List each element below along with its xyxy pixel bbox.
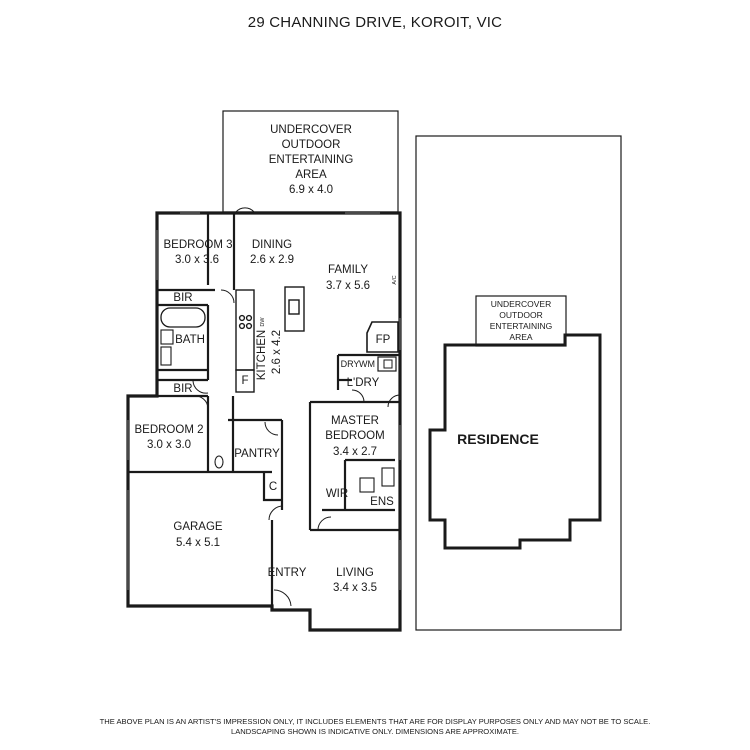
master-name-line2: BEDROOM <box>325 430 384 442</box>
outdoor-small-line1: UNDERCOVER <box>491 299 551 309</box>
ens-label: ENS <box>370 496 394 508</box>
plan-title: 29 CHANNING DRIVE, KOROIT, VIC <box>247 14 503 31</box>
exterior-wall <box>126 211 402 632</box>
outdoor-dimension: 6.9 x 4.0 <box>289 184 333 196</box>
disclaimer: THE ABOVE PLAN IS AN ARTIST'S IMPRESSION… <box>0 717 750 737</box>
outdoor-label-line3: ENTERTAINING <box>269 154 354 166</box>
residence-label: RESIDENCE <box>457 431 539 447</box>
laundry-tub <box>383 359 393 369</box>
garage-name: GARAGE <box>173 521 223 533</box>
outdoor-label-line2: OUTDOOR <box>282 139 341 151</box>
wir-label: WIR <box>326 488 348 500</box>
interior-walls <box>128 213 400 606</box>
site-boundary <box>415 135 622 631</box>
toilet <box>214 455 224 469</box>
door-swings <box>192 207 401 607</box>
fridge-label: F <box>241 375 248 387</box>
fp-label: FP <box>376 334 391 346</box>
outdoor-label-line4: AREA <box>295 169 327 181</box>
windows <box>127 212 401 590</box>
ensuite-vanity <box>381 467 395 487</box>
bedroom2-name: BEDROOM 2 <box>134 424 203 436</box>
bir-bottom-label: BIR <box>173 383 192 395</box>
ac-label: A/C <box>392 275 398 284</box>
bedroom3-dimension: 3.0 x 3.6 <box>175 254 219 266</box>
kitchen-name: KITCHEN <box>256 330 268 380</box>
pantry-label: PANTRY <box>234 448 280 460</box>
kitchen-dimension: 2.6 x 4.2 <box>271 330 283 374</box>
entry-label: ENTRY <box>268 567 307 579</box>
disclaimer-line1: THE ABOVE PLAN IS AN ARTIST'S IMPRESSION… <box>99 717 651 726</box>
bedroom2-dimension: 3.0 x 3.0 <box>147 439 191 451</box>
bir-top-label: BIR <box>173 292 192 304</box>
bath-label: BATH <box>175 334 205 346</box>
residence-outline <box>428 333 602 550</box>
living-name: LIVING <box>336 567 374 579</box>
outdoor-small-line2: OUTDOOR <box>499 310 542 320</box>
family-name: FAMILY <box>328 264 368 276</box>
family-dimension: 3.7 x 5.6 <box>326 280 370 292</box>
dining-dimension: 2.6 x 2.9 <box>250 254 294 266</box>
living-dimension: 3.4 x 3.5 <box>333 582 377 594</box>
vanity <box>160 346 172 366</box>
cupboard-label: C <box>269 481 277 493</box>
outdoor-label-line1: UNDERCOVER <box>270 124 352 136</box>
garage-dimension: 5.4 x 5.1 <box>176 537 220 549</box>
dishwasher-label: DW <box>260 317 266 327</box>
bathtub <box>160 307 206 328</box>
fireplace <box>366 321 399 353</box>
bedroom3-name: BEDROOM 3 <box>163 239 232 251</box>
washing-machine <box>377 356 397 372</box>
master-name-line1: MASTER <box>331 415 379 427</box>
disclaimer-line2: LANDSCAPING SHOWN IS INDICATIVE ONLY. DI… <box>230 727 520 736</box>
dining-name: DINING <box>252 239 292 251</box>
shower <box>160 329 174 345</box>
outdoor-small-line4: AREA <box>509 332 532 342</box>
outdoor-small-line3: ENTERTAINING <box>490 321 553 331</box>
dry-label: DRY <box>341 359 360 369</box>
kitchen-bench <box>235 286 305 393</box>
master-dimension: 3.4 x 2.7 <box>333 446 377 458</box>
ensuite-shower <box>359 477 375 493</box>
laundry-label: L'DRY <box>347 377 380 389</box>
wm-label: WM <box>359 359 375 369</box>
